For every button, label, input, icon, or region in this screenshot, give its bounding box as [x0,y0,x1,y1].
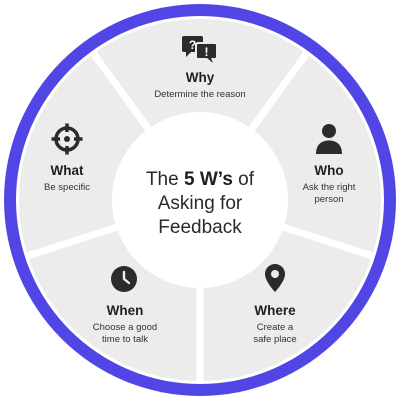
center-title-line-3: Feedback [158,217,242,238]
center-title-post: of [232,169,255,190]
question-bubbles-icon: ? ! [182,36,218,63]
why-title: Why [185,70,215,85]
what-description: Be specific [44,182,90,193]
segment-what: What Be specific [22,163,112,194]
who-description-line-1: Ask the right [302,182,356,193]
why-description: Determine the reason [154,89,246,100]
center-title-bold: 5 W’s [183,169,233,190]
when-title: When [106,303,144,318]
segment-why: Why Determine the reason [120,70,280,101]
map-pin-icon [265,264,285,292]
when-description-line-1: Choose a good [92,322,158,333]
center-title-line-2: Asking for [157,193,243,214]
clock-icon [111,266,137,292]
where-description: Create a safe place [222,322,328,345]
who-description: Ask the right person [282,182,376,205]
when-description: Choose a good time to talk [72,322,178,345]
when-description-line-2: time to talk [102,333,148,345]
center-title-pre: The [145,169,184,190]
center-title-line-1: The 5 W’s of [120,168,280,192]
svg-text:!: ! [205,45,209,59]
crosshair-target-icon [51,123,83,155]
who-title: Who [314,163,344,178]
segment-when: When Choose a good time to talk [72,303,178,345]
what-title: What [50,163,84,178]
center-disc [112,112,288,288]
center-title: The 5 W’s of Asking for Feedback [120,168,280,240]
where-description-line-2: safe place [253,333,297,345]
person-icon [316,124,342,154]
segment-where: Where Create a safe place [222,303,328,345]
where-description-line-1: Create a [256,322,294,333]
segment-who: Who Ask the right person [282,163,376,205]
who-description-line-2: person [314,193,344,205]
svg-text:?: ? [189,38,196,52]
where-title: Where [254,303,296,318]
